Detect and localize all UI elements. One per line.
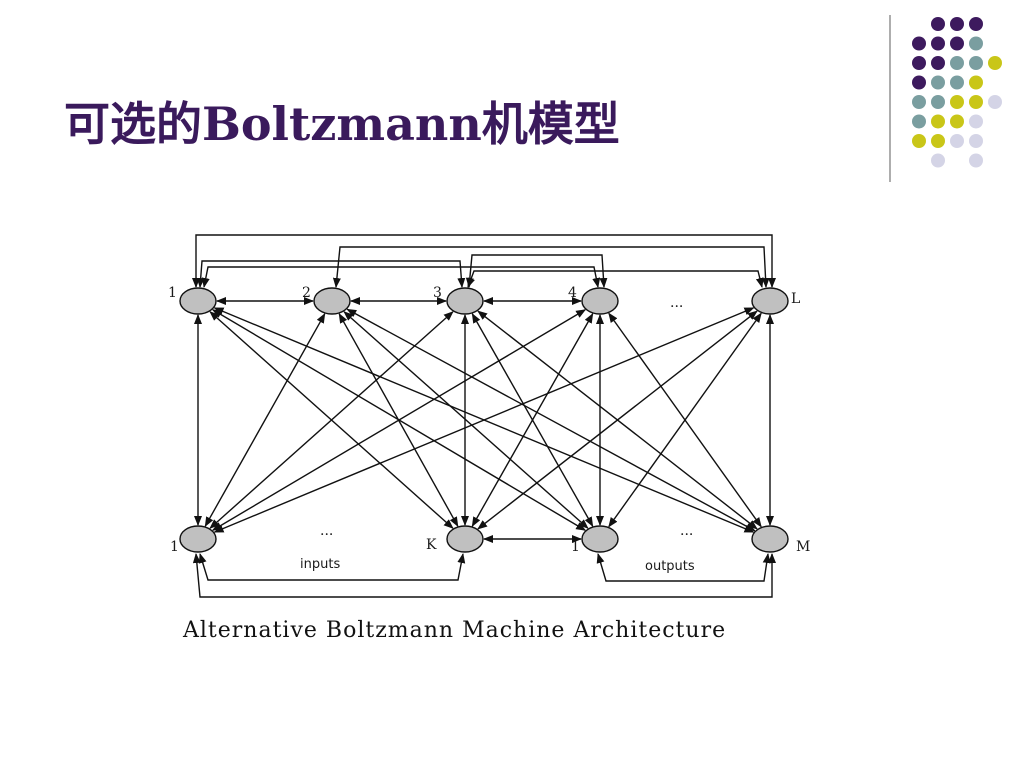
- loop-t1-t3: [196, 260, 466, 288]
- decorative-dot: [950, 36, 964, 51]
- decorative-dot: [950, 134, 964, 148]
- loop-t1-t4: [201, 266, 601, 288]
- connection-lines: [192, 234, 776, 598]
- bottom-node-label-M: M: [796, 539, 810, 555]
- node-bK: [446, 525, 484, 553]
- top-node-label-3: 3: [433, 285, 442, 301]
- edge-t2-bM: [346, 308, 756, 532]
- decorative-dot: [988, 56, 1002, 70]
- decorative-dot: [950, 56, 964, 70]
- top-node-label-4: 4: [568, 285, 577, 301]
- node-t4: [581, 287, 619, 315]
- decorative-dot: [969, 17, 983, 31]
- decorative-dot: [931, 56, 945, 70]
- top-ellipsis: ...: [670, 295, 683, 311]
- loop-b1o-bM: [596, 553, 771, 582]
- diagram-caption: Alternative Boltzmann Machine Architectu…: [183, 618, 727, 643]
- node-b1: [179, 525, 217, 553]
- decorative-dot: [969, 95, 983, 109]
- slide-title: 可选的Boltzmann机模型: [64, 97, 620, 151]
- node-t3: [446, 287, 484, 315]
- decorative-dot: [931, 17, 945, 31]
- inputs-label: inputs: [300, 557, 340, 572]
- loop-b1-bK: [198, 553, 466, 581]
- bottom-node-label-1: 1: [170, 539, 179, 555]
- decorative-dot: [969, 134, 983, 148]
- outputs-label: outputs: [645, 559, 695, 574]
- edge-tL-b1o: [608, 312, 762, 528]
- decorative-dot: [931, 153, 945, 168]
- boltzmann-diagram: ... ... inputs ... outputs 1 2 3 4 L 1 K…: [168, 234, 810, 598]
- loop-b1-bM: [192, 553, 776, 598]
- decorative-dot: [969, 56, 983, 70]
- loop-t1-tL: [192, 234, 776, 288]
- decorative-dot: [912, 56, 926, 70]
- bottom-node-label-1-out: 1: [571, 539, 580, 555]
- top-node-label-1: 1: [168, 285, 177, 301]
- decorative-dot: [969, 153, 983, 168]
- node-tL: [751, 287, 789, 315]
- decorative-dot: [931, 114, 945, 129]
- decorative-dot: [950, 17, 964, 31]
- decorative-dot-grid: [889, 15, 1002, 182]
- top-node-label-L: L: [791, 291, 800, 307]
- decorative-dot: [950, 95, 964, 109]
- loop-t2-tL: [332, 246, 770, 288]
- loop-t3-tL: [467, 270, 764, 288]
- neuron-nodes: [179, 287, 789, 553]
- outputs-ellipsis: ...: [680, 523, 693, 539]
- inputs-ellipsis: ...: [320, 523, 333, 539]
- decorative-dot: [912, 36, 926, 51]
- decorative-dot: [912, 114, 926, 129]
- decorative-dot: [912, 75, 926, 90]
- decorative-dot: [969, 75, 983, 90]
- decorative-dot: [931, 36, 945, 51]
- decorative-dot: [912, 95, 926, 109]
- decorative-dot: [950, 75, 964, 90]
- decorative-dot: [912, 134, 926, 148]
- decorative-dot: [931, 95, 945, 109]
- decorative-dot: [988, 95, 1002, 109]
- decorative-dot: [931, 75, 945, 90]
- node-bM: [751, 525, 789, 553]
- decorative-dot: [931, 134, 945, 148]
- node-b1o: [581, 525, 619, 553]
- node-t1: [179, 287, 217, 315]
- top-node-label-2: 2: [302, 285, 311, 301]
- decorative-dot: [969, 36, 983, 51]
- decorative-dot: [950, 114, 964, 129]
- bottom-node-label-K: K: [426, 537, 437, 553]
- node-t2: [313, 287, 351, 315]
- decorative-dot: [969, 114, 983, 129]
